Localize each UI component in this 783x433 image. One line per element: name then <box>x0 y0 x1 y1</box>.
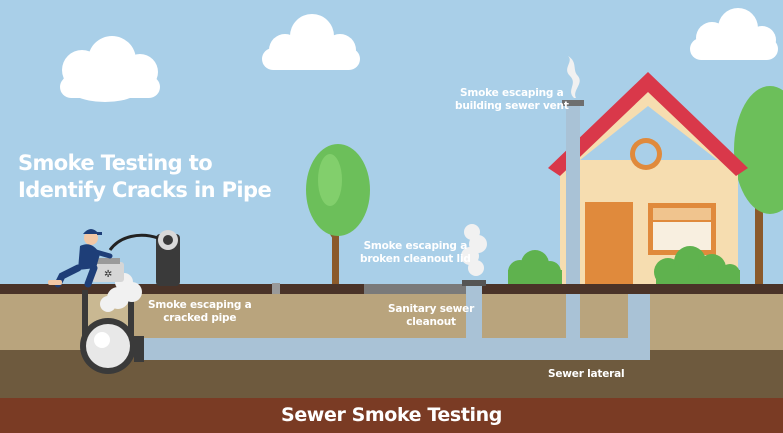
cloud-icon <box>60 36 160 102</box>
label-line: Sanitary sewer <box>388 303 475 315</box>
sewer-lateral-pipe <box>140 294 650 360</box>
label-sewer-lateral: Sewer lateral <box>548 368 625 380</box>
label-line: broken cleanout lid <box>360 253 471 266</box>
door-icon <box>585 202 633 284</box>
footer-title: Sewer Smoke Testing <box>281 404 502 426</box>
label-cleanout-lid-smoke: Smoke escaping a broken cleanout lid <box>360 240 471 266</box>
smoke-blower-icon: ✲ <box>92 230 180 286</box>
label-sanitary-cleanout: Sanitary sewer cleanout <box>388 303 474 329</box>
title-line: Smoke Testing to <box>18 151 213 175</box>
bush-icon <box>654 246 740 286</box>
smoke-icon <box>567 56 580 98</box>
svg-text:✲: ✲ <box>104 269 112 280</box>
footer-band <box>0 398 783 433</box>
label-cracked-pipe-smoke: Smoke escaping a cracked pipe <box>148 299 252 325</box>
smoke-icon <box>461 224 487 276</box>
label-line: cracked pipe <box>163 312 237 325</box>
tree-icon <box>306 144 370 284</box>
diagram-title: Smoke Testing to Identify Cracks in Pipe <box>18 150 272 205</box>
label-vent-smoke: Smoke escaping a building sewer vent <box>455 87 569 113</box>
title-line: Identify Cracks in Pipe <box>18 178 272 203</box>
cloud-icon <box>690 8 778 60</box>
label-line: Smoke escaping a <box>363 240 468 252</box>
chimney-vent-icon <box>562 100 584 340</box>
label-line: cleanout <box>406 316 456 329</box>
house-icon <box>548 72 748 284</box>
cloud-icon <box>262 14 360 70</box>
tree-icon <box>734 86 783 284</box>
cleanout-icon <box>462 280 486 340</box>
label-line: Smoke escaping a <box>460 87 564 99</box>
label-line: Smoke escaping a <box>148 299 252 311</box>
label-line: building sewer vent <box>455 100 569 113</box>
worker-icon <box>48 229 113 288</box>
bush-icon <box>508 250 562 284</box>
